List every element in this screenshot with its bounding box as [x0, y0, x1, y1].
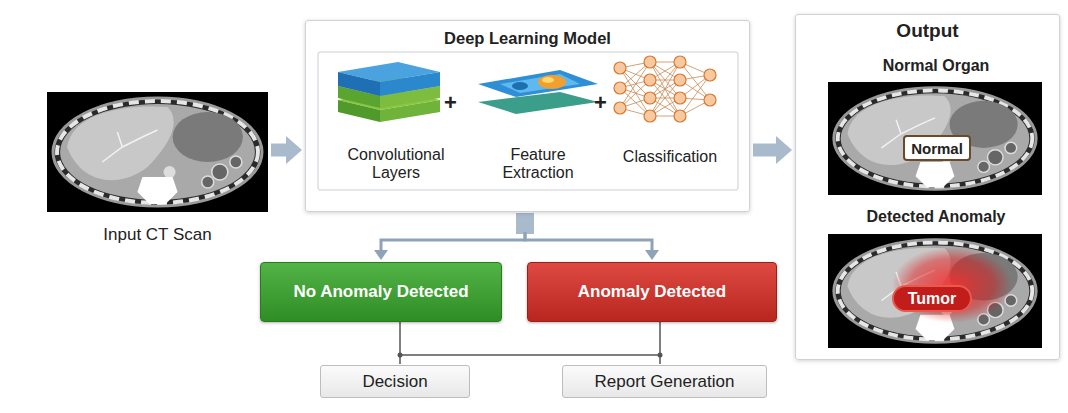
image-node: Input CT Scan: [47, 92, 268, 247]
node-text: Detected Anomaly: [867, 208, 1006, 226]
ct-image: [828, 82, 1042, 195]
feature-map-icon-part: [478, 70, 598, 97]
neural-net-icon-part: [674, 110, 686, 122]
node-text: Normal: [911, 140, 963, 157]
plus-sign: +: [594, 90, 607, 116]
connector: [660, 322, 661, 364]
neural-net-icon-part: [704, 69, 716, 81]
neural-net-icon-part: [674, 92, 686, 104]
neural-net-icon-part: [614, 102, 626, 114]
neural-net-icon-part: [674, 74, 686, 86]
bracket-connector: [399, 322, 401, 364]
action-box: Report Generation: [562, 365, 767, 398]
neural-net-icon: [614, 56, 716, 122]
feature-map-icon-part: [538, 75, 566, 89]
neural-net-icon-part: [614, 62, 626, 74]
flow-arrow: [271, 144, 288, 157]
flow-branch: [381, 232, 525, 252]
conv-layers-icon-part: [338, 72, 380, 96]
connector: [525, 213, 659, 260]
bracket-connector: [659, 322, 661, 364]
node-text: Normal Organ: [883, 57, 990, 75]
arrowhead: [286, 136, 302, 164]
ct-image: [828, 234, 1042, 348]
action-box: Decision: [320, 365, 470, 398]
tumor-tag: Tumor: [892, 285, 972, 312]
tumor-glow: [892, 247, 1012, 323]
neural-net-icon-part: [644, 56, 656, 68]
feature-map-icon-part: [500, 74, 580, 93]
flow-arrow: [516, 213, 534, 234]
node-text: Convolutional Layers: [327, 146, 465, 183]
neural-net-icon-part: [644, 110, 656, 122]
node-text: Input CT Scan: [103, 225, 211, 247]
node-text: Decision: [362, 372, 427, 392]
result-box: Anomaly Detected: [527, 262, 777, 322]
feature-map-icon: [478, 70, 598, 114]
plus-sign: +: [444, 90, 457, 116]
model-panel: Deep Learning ModelConvolutional LayersF…: [305, 20, 750, 212]
node-text: Anomaly Detected: [578, 282, 726, 302]
node-text: Report Generation: [595, 372, 735, 392]
node-text: Feature Extraction: [473, 146, 603, 183]
arrowhead: [776, 136, 792, 164]
neural-net-icon-part: [614, 82, 626, 94]
conv-layers-icon: [338, 62, 440, 122]
arrowhead: [374, 250, 388, 260]
neural-net-icon-part: [704, 94, 716, 106]
feature-map-icon-part: [478, 92, 598, 114]
neural-net-icon-part: [650, 62, 680, 116]
model-frame: [318, 52, 738, 190]
connector: [400, 322, 401, 364]
output-panel: OutputNormal OrganNormalDetected Anomaly…: [795, 14, 1060, 360]
node-text: No Anomaly Detected: [293, 282, 468, 302]
connector: [374, 213, 525, 260]
neural-net-icon-part: [644, 92, 656, 104]
status-tag: Normal: [903, 135, 971, 161]
stage-label: Convolutional Layers: [327, 140, 465, 188]
conv-layers-icon-part: [380, 72, 440, 96]
flow-branch: [525, 232, 652, 252]
stage-label: Feature Extraction: [473, 140, 603, 188]
flow-arrow: [516, 213, 534, 234]
node-text: Tumor: [908, 290, 957, 308]
ct-image: [47, 92, 268, 212]
result-image: Detected AnomalyTumor: [829, 208, 1043, 349]
connector: [271, 136, 302, 164]
neural-net-icon-part: [674, 56, 686, 68]
result-box: No Anomaly Detected: [260, 262, 502, 322]
feature-map-icon-part: [542, 77, 554, 83]
neural-net-icon-part: [650, 62, 680, 116]
connector: [753, 136, 792, 164]
node-text: Classification: [623, 148, 717, 166]
neural-net-icon-part: [644, 74, 656, 86]
result-image: Normal OrganNormal: [829, 57, 1043, 196]
node-text: Deep Learning Model: [444, 29, 611, 48]
stage-label: Classification: [607, 143, 733, 171]
flow-arrow: [753, 144, 778, 157]
bracket-line: [400, 354, 660, 356]
feature-map-icon-part: [512, 82, 528, 90]
arrowhead: [645, 250, 659, 260]
node-text: Output: [896, 20, 958, 42]
